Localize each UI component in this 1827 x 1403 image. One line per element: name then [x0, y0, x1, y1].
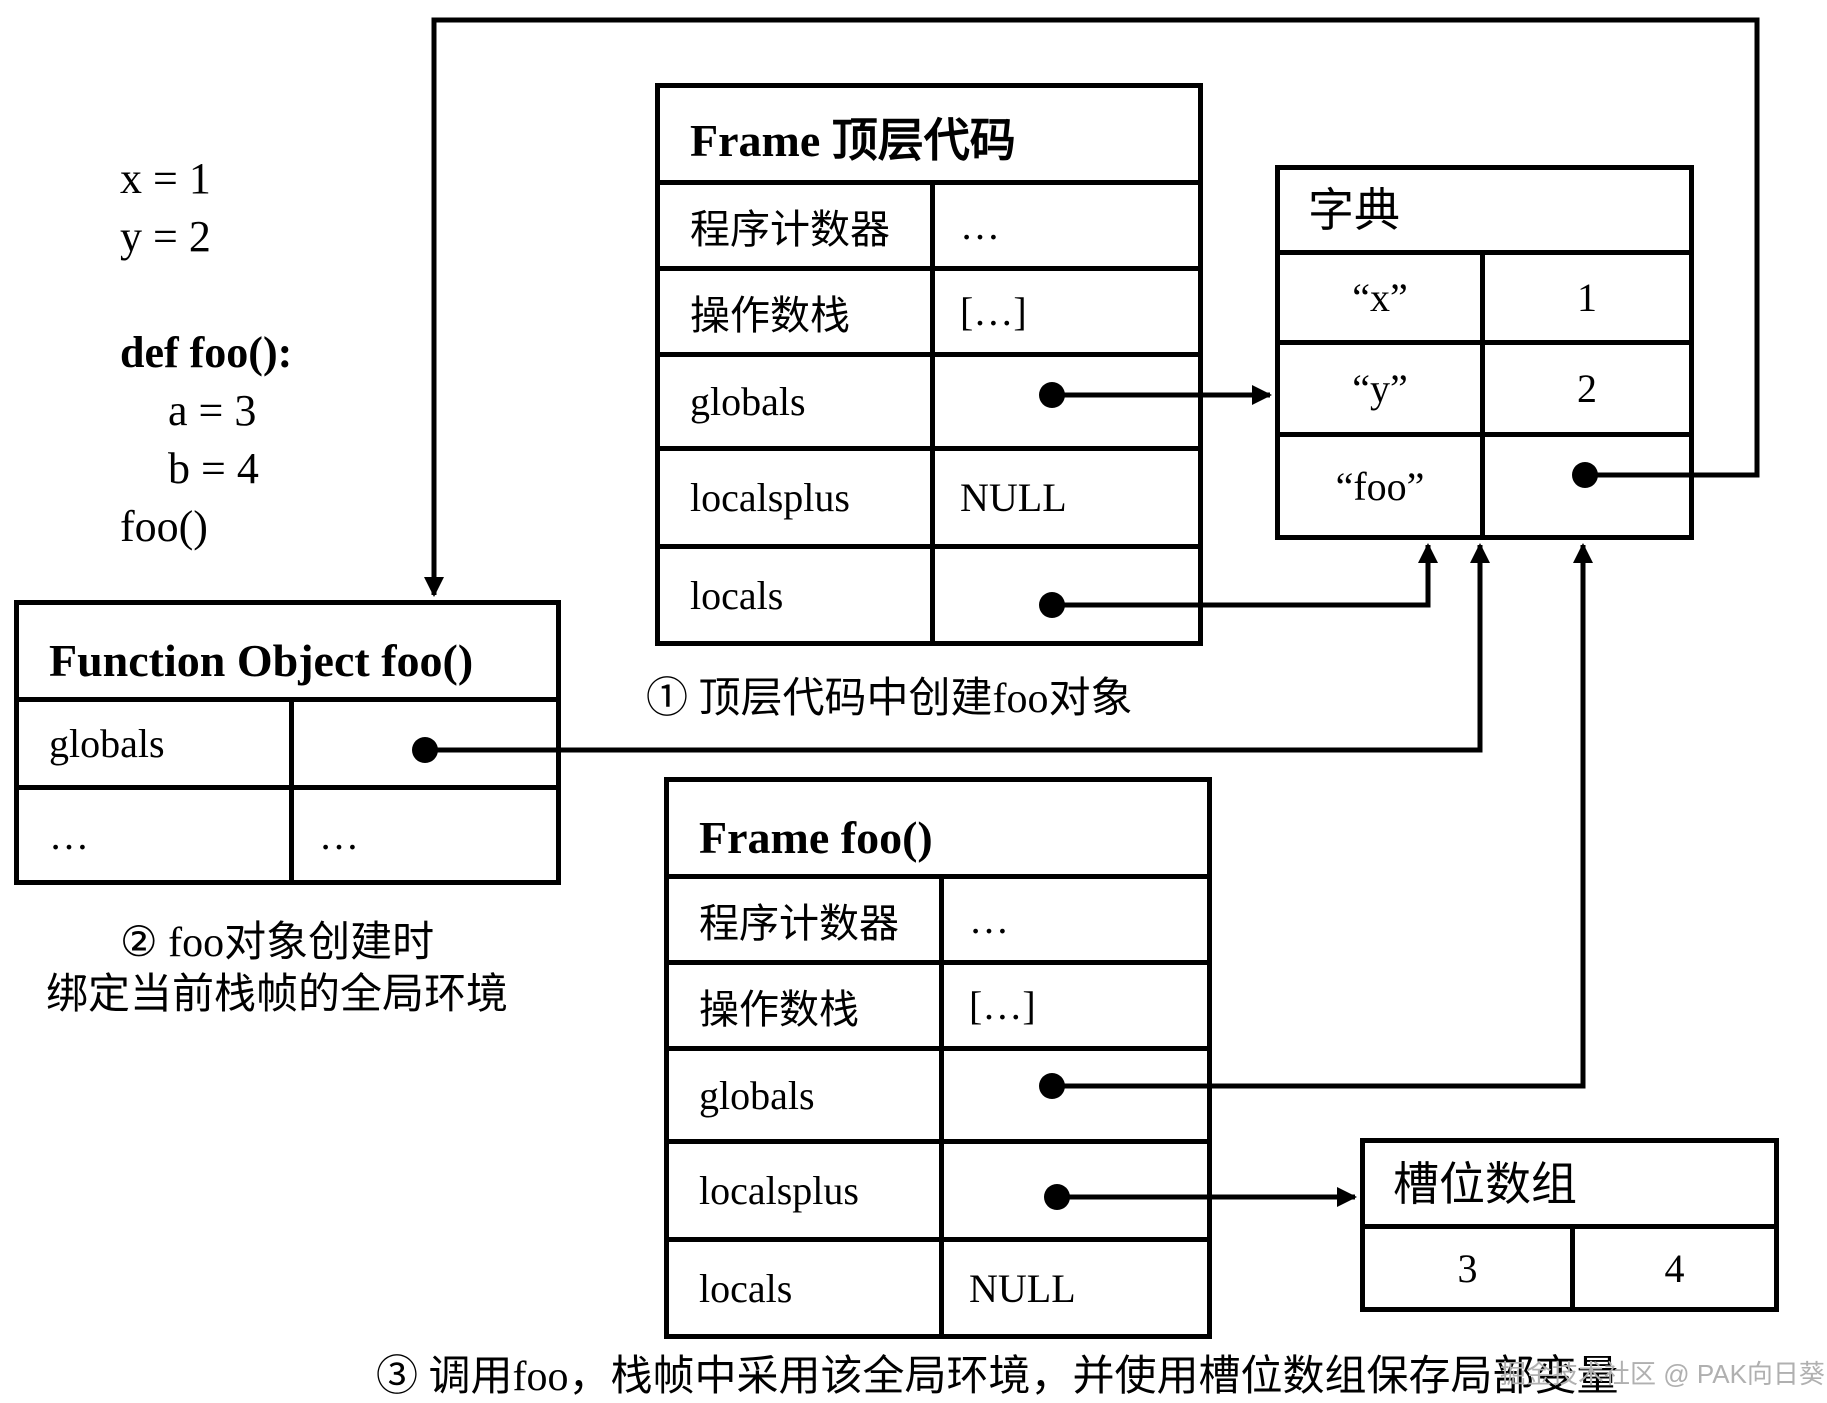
code-line-a: a = 3 — [168, 386, 257, 435]
dict-value: 2 — [1577, 366, 1597, 411]
frame-foo-row-stack: 操作数栈 […] — [669, 965, 1207, 1051]
slot-array-title: 槽位数组 — [1365, 1143, 1774, 1229]
function-object-value: … — [319, 812, 359, 858]
frame-foo-title: Frame foo() — [669, 782, 1207, 879]
frame-top-label: locals — [690, 572, 784, 618]
frame-foo-label: localsplus — [699, 1168, 859, 1213]
function-object-title: Function Object foo() — [19, 605, 556, 702]
frame-top-row-locals: locals — [660, 549, 1198, 641]
slot-array-box: 槽位数组 3 4 — [1360, 1138, 1779, 1312]
function-object-row-globals: globals — [19, 702, 556, 790]
frame-foo-value: […] — [969, 983, 1036, 1028]
frame-top-title: Frame 顶层代码 — [660, 88, 1198, 185]
frame-top-label: 程序计数器 — [690, 206, 890, 252]
frame-top-label: globals — [690, 379, 806, 424]
code-line-call: foo() — [120, 502, 208, 551]
dict-value: 1 — [1577, 275, 1597, 320]
code-line-y: y = 2 — [120, 212, 211, 261]
arrow-top-locals-to-dict — [1052, 543, 1438, 608]
frame-top-value: NULL — [960, 475, 1067, 520]
dict-key: “foo” — [1335, 463, 1425, 509]
pointer-dot — [412, 737, 438, 763]
function-object-box: Function Object foo() globals … … — [14, 600, 561, 885]
frame-foo-label: locals — [699, 1265, 793, 1311]
frame-top-box: Frame 顶层代码 程序计数器 … 操作数栈 […] globals loca… — [655, 83, 1203, 646]
function-object-label: globals — [49, 721, 165, 766]
code-snippet: x = 1 y = 2 def foo(): a = 3 b = 4 foo() — [120, 92, 292, 614]
frame-top-label: 操作数栈 — [690, 292, 850, 338]
frame-top-value: […] — [960, 289, 1027, 334]
code-line-b: b = 4 — [168, 444, 259, 493]
arrow-func-globals-to-dict — [425, 543, 1490, 753]
pointer-dot — [1039, 382, 1065, 408]
pointer-dot — [1039, 592, 1065, 618]
frame-top-row-pc: 程序计数器 … — [660, 185, 1198, 271]
slot-array-row: 3 4 — [1365, 1229, 1774, 1307]
dict-key: “x” — [1352, 275, 1408, 320]
caption-step2-line2: 绑定当前栈帧的全局环境 — [46, 972, 509, 1018]
frame-foo-row-locals: locals NULL — [669, 1242, 1207, 1334]
dict-row-foo: “foo” — [1280, 437, 1689, 535]
frame-foo-row-globals: globals — [669, 1051, 1207, 1144]
pointer-dot — [1044, 1184, 1070, 1210]
frame-foo-label: 操作数栈 — [699, 986, 859, 1032]
function-object-label: … — [49, 812, 89, 858]
frame-foo-label: 程序计数器 — [699, 900, 899, 946]
dict-row-y: “y” 2 — [1280, 345, 1689, 437]
frame-top-row-globals: globals — [660, 357, 1198, 451]
frame-top-label: localsplus — [690, 475, 850, 520]
frame-foo-label: globals — [699, 1072, 815, 1118]
slot-value: 3 — [1457, 1245, 1478, 1291]
dict-row-x: “x” 1 — [1280, 255, 1689, 345]
frame-foo-box: Frame foo() 程序计数器 … 操作数栈 […] globals loc… — [664, 777, 1212, 1339]
frame-foo-value: NULL — [969, 1265, 1076, 1311]
dict-title: 字典 — [1280, 170, 1689, 255]
frame-foo-row-pc: 程序计数器 … — [669, 879, 1207, 965]
frame-top-value: … — [960, 203, 1000, 248]
caption-step2-line1: ② foo对象创建时 — [120, 920, 435, 966]
pointer-dot — [1039, 1073, 1065, 1099]
arrow-foo-globals-to-dict — [1052, 543, 1593, 1089]
caption-step1: ① 顶层代码中创建foo对象 — [646, 676, 1133, 722]
frame-top-row-stack: 操作数栈 […] — [660, 271, 1198, 357]
frame-top-row-localsplus: localsplus NULL — [660, 451, 1198, 549]
dict-key: “y” — [1352, 366, 1408, 411]
function-object-row-more: … … — [19, 790, 556, 880]
slot-value: 4 — [1664, 1245, 1685, 1291]
caption-step3: ③ 调用foo，栈帧中采用该全局环境，并使用槽位数组保存局部变量 — [376, 1354, 1619, 1400]
code-line-x: x = 1 — [120, 154, 211, 203]
frame-foo-value: … — [969, 897, 1009, 942]
arrow-dict-foo-to-function — [424, 17, 1760, 597]
frame-foo-row-localsplus: localsplus — [669, 1144, 1207, 1242]
watermark: 掘金技术社区 @ PAK向日葵 — [1500, 1359, 1825, 1389]
pointer-dot — [1572, 462, 1598, 488]
code-line-def: def foo(): — [120, 328, 293, 377]
